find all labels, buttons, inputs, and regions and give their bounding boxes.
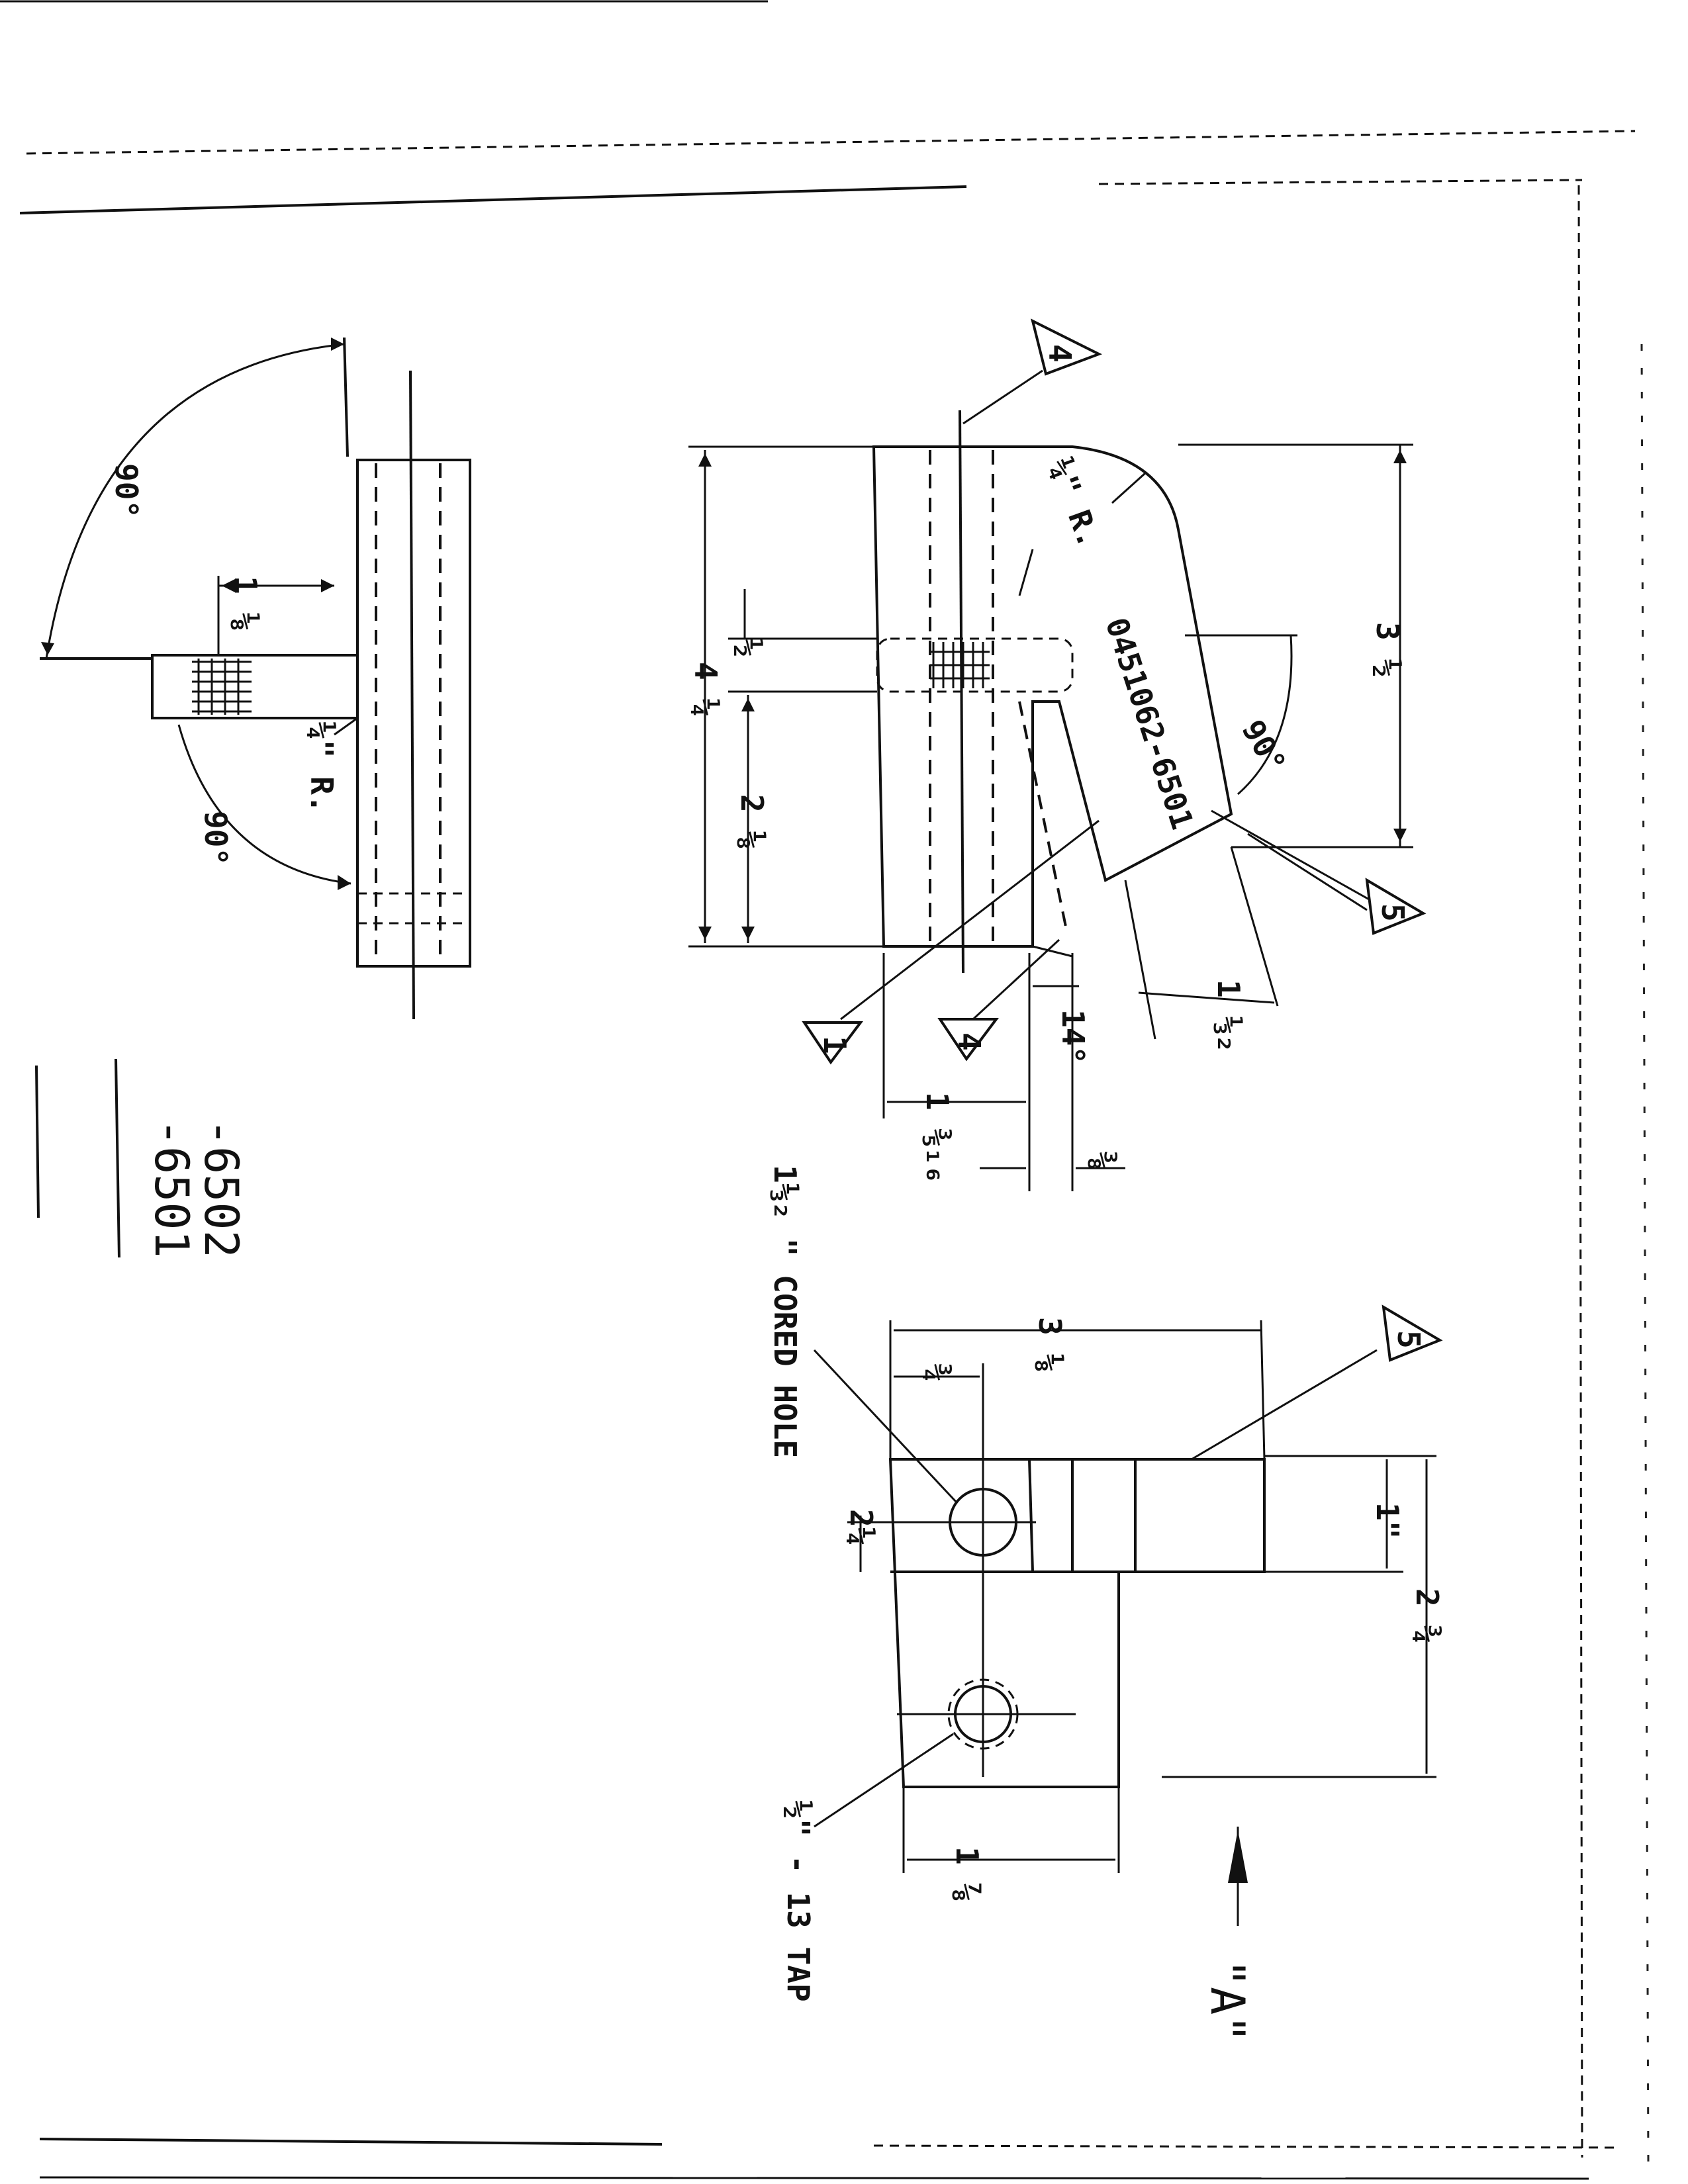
left-radius-label: ¼" R.: [304, 721, 340, 813]
bottom-dim-3-4: ¾: [919, 1363, 955, 1382]
side-dim-3-8: ⅜: [1085, 1152, 1121, 1170]
bottom-dim-1: 1": [1370, 1502, 1405, 1539]
side-dim-3-1-2: 3 ½: [1370, 622, 1405, 677]
sheet-border: [0, 0, 1650, 2180]
side-dim-2-1-8: 2 ⅛: [734, 794, 770, 849]
flag-5-bottom: [1382, 1304, 1443, 1362]
view-a-indicator: "A": [1200, 1827, 1254, 2042]
side-dim-1-2: ½: [731, 639, 767, 657]
bottom-dim-1-7-8: 1 ⅞: [949, 1846, 985, 1901]
flag-5-side: [1365, 878, 1427, 935]
left-dim-1-1-8: 1 ⅛: [228, 576, 263, 631]
side-angle-90: 90°: [1235, 714, 1293, 780]
view-a-label: "A": [1200, 1959, 1254, 2042]
tap-label: ½" - 13 TAP: [780, 1800, 816, 2002]
left-view-arm: [151, 654, 357, 719]
side-view-body: [872, 445, 1233, 948]
cored-hole-label: 1⅓₂ " CORED HOLE: [767, 1165, 803, 1458]
flag-5-bottom-label: 5: [1391, 1330, 1427, 1349]
side-dim-4-1-4: 4 ¼: [688, 662, 724, 717]
flag-4-bottom-label: 4: [951, 1032, 987, 1051]
bottom-view: 1⅓₂ " CORED HOLE 3 ⅛ ¾ 5 1" 2 ¾ 2¼ 1 ⅞ ½…: [767, 1165, 1445, 2002]
part-number-block: -6501 -6502: [144, 1118, 248, 1258]
part-number-rule: [115, 1058, 120, 1258]
flag-5-side-label: 5: [1375, 903, 1411, 922]
side-view: 4 ¼" R. 0451062-6501 3 ½ 4 ¼ ½ 2 ⅛: [688, 318, 1427, 1191]
bottom-dim-2-1-4: 2¼: [843, 1509, 879, 1545]
weld-hatch: [192, 659, 252, 715]
side-part-number: 0451062-6501: [1099, 614, 1201, 834]
side-weld-hatch: [930, 642, 990, 688]
flag-4-top: [1031, 318, 1102, 376]
side-dim-1-1-32: 1 ⅓₂: [1211, 979, 1246, 1053]
flag-1-label: 1: [817, 1036, 853, 1054]
bottom-dim-3-1-8: 3 ⅛: [1032, 1317, 1068, 1372]
left-angle-bottom-label: 90°: [198, 811, 234, 866]
part-number-6502: -6502: [194, 1118, 248, 1258]
side-dim-1-3-16: 1 ⅗₁₆: [919, 1092, 955, 1183]
side-radius-label: ¼" R.: [1043, 453, 1107, 552]
flag-4-top-label: 4: [1042, 344, 1078, 363]
flag-1: [802, 1021, 863, 1065]
part-number-rule: [35, 1065, 40, 1218]
bottom-dim-2-3-4: 2 ¾: [1409, 1588, 1445, 1643]
flag-4-bottom: [937, 1018, 999, 1062]
part-number-6501: -6501: [144, 1118, 199, 1258]
left-angle-top-label: 90°: [109, 463, 144, 518]
left-view: 90° 90° 1 ⅛ ¼" R.: [40, 337, 471, 1020]
